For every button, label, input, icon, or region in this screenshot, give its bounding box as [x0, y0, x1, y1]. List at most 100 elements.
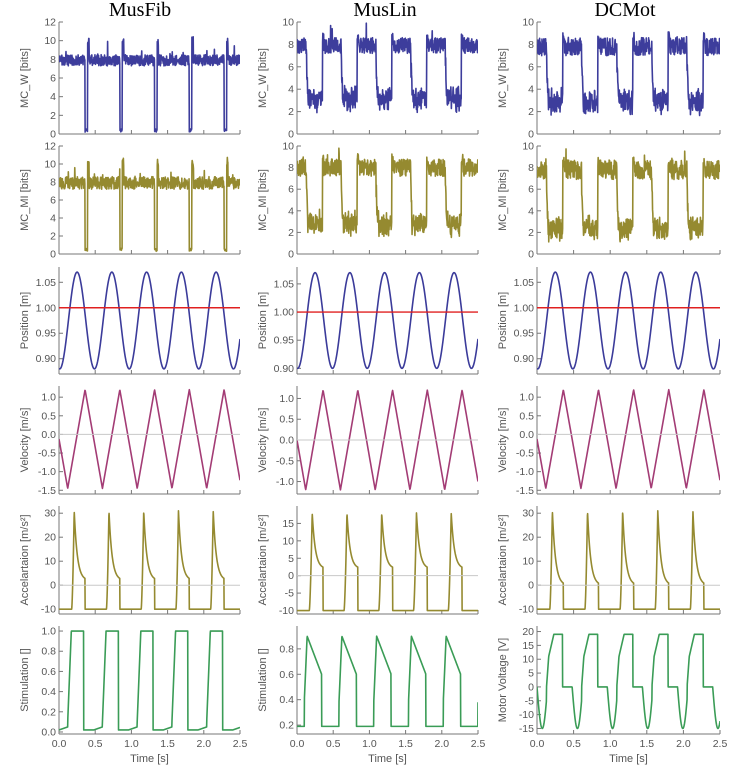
y-tick-label: -10	[519, 604, 534, 616]
y-tick-label: 1.0	[41, 392, 56, 404]
y-axis-label: Position [m]	[497, 292, 509, 349]
y-tick-label: 0.8	[41, 646, 56, 658]
y-axis-label: MC_W [bits]	[497, 48, 509, 108]
y-tick-label: 8	[288, 39, 294, 51]
y-tick-label: -0.5	[516, 448, 534, 460]
y-tick-label: 1.0	[519, 392, 534, 404]
y-axis-label: MC_MI [bits]	[257, 169, 269, 231]
y-tick-label: 0.8	[279, 643, 294, 655]
y-tick-label: 5	[528, 668, 534, 680]
y-tick-label: 0.95	[36, 328, 57, 340]
column-title-musfib: MusFib	[109, 0, 171, 21]
y-tick-label: 6	[528, 61, 534, 73]
y-tick-label: 30	[522, 508, 534, 520]
y-tick-label: -10	[519, 709, 534, 721]
y-axis-label: MC_W [bits]	[19, 48, 31, 108]
x-tick-label: 2.0	[676, 738, 691, 750]
series-line	[537, 388, 720, 490]
y-tick-label: 6	[50, 73, 56, 85]
y-tick-label: 10	[44, 159, 56, 171]
y-axis-label: Velocity [m/s]	[497, 408, 509, 473]
series-line	[59, 35, 240, 133]
y-tick-label: 0.90	[36, 353, 57, 365]
x-tick-label: 1.0	[124, 738, 139, 750]
series-line	[537, 271, 720, 370]
y-tick-label: -1.5	[516, 485, 534, 497]
y-tick-label: 0.4	[41, 686, 56, 698]
y-tick-label: 0	[528, 249, 534, 261]
series-line	[537, 510, 720, 610]
x-tick-label: 1.5	[398, 738, 413, 750]
y-tick-label: 10	[522, 556, 534, 568]
series-line	[297, 271, 478, 370]
y-tick-label: 1.00	[36, 302, 57, 314]
y-tick-label: 0.5	[519, 410, 534, 422]
x-tick-label: 0.0	[530, 738, 545, 750]
y-axis-label: Motor Voltage [V]	[497, 638, 509, 722]
y-tick-label: 0.6	[279, 669, 294, 681]
y-tick-label: 4	[288, 84, 294, 96]
y-tick-label: -0.5	[38, 448, 56, 460]
y-tick-label: 1.00	[514, 302, 535, 314]
y-tick-label: 1.05	[514, 277, 535, 289]
y-tick-label: 10	[282, 141, 294, 153]
y-tick-label: 4	[528, 84, 534, 96]
y-tick-label: 2	[288, 227, 294, 239]
y-tick-label: 0	[288, 570, 294, 582]
x-axis-label: Time [s]	[130, 753, 169, 765]
y-tick-label: 0	[50, 129, 56, 141]
column-title-dcmot: DCMot	[594, 0, 656, 21]
y-tick-label: 12	[44, 17, 56, 29]
y-axis-label: MC_MI [bits]	[19, 169, 31, 231]
y-tick-label: 30	[44, 508, 56, 520]
y-tick-label: 6	[288, 184, 294, 196]
y-tick-label: 0	[528, 681, 534, 693]
y-tick-label: 2	[50, 231, 56, 243]
y-tick-label: 0.5	[41, 410, 56, 422]
y-tick-label: -5	[285, 588, 294, 600]
series-line	[537, 633, 720, 730]
y-tick-label: 8	[50, 54, 56, 66]
y-tick-label: -1.0	[516, 466, 534, 478]
y-tick-label: 20	[522, 532, 534, 544]
series-line	[59, 510, 240, 610]
y-tick-label: 0	[50, 580, 56, 592]
x-tick-label: 2.5	[233, 738, 248, 750]
series-line	[59, 156, 240, 253]
y-tick-label: 0.4	[279, 694, 294, 706]
series-line	[297, 635, 478, 728]
x-tick-label: 1.0	[362, 738, 377, 750]
series-line	[297, 22, 478, 114]
y-tick-label: 0	[528, 129, 534, 141]
y-tick-label: 8	[528, 162, 534, 174]
y-tick-label: 0.90	[274, 363, 295, 375]
y-tick-label: 20	[522, 626, 534, 638]
y-tick-label: 12	[44, 141, 56, 153]
y-tick-label: 0	[528, 580, 534, 592]
y-tick-label: 1.0	[279, 393, 294, 405]
x-tick-label: 1.5	[639, 738, 654, 750]
y-tick-label: 6	[528, 184, 534, 196]
y-tick-label: 10	[44, 556, 56, 568]
x-tick-label: 0.0	[52, 738, 67, 750]
y-tick-label: -5	[525, 695, 534, 707]
y-tick-label: 4	[288, 205, 294, 217]
y-tick-label: 1.05	[36, 277, 57, 289]
y-tick-label: 0.0	[279, 435, 294, 447]
y-axis-label: Accelartaion [m/s²]	[257, 514, 269, 605]
y-tick-label: 8	[50, 177, 56, 189]
y-tick-label: 2	[50, 110, 56, 122]
y-tick-label: -0.5	[276, 455, 294, 467]
y-axis-label: Stimulation []	[257, 648, 269, 712]
series-line	[297, 512, 478, 612]
y-tick-label: 10	[522, 141, 534, 153]
y-tick-label: 20	[44, 532, 56, 544]
